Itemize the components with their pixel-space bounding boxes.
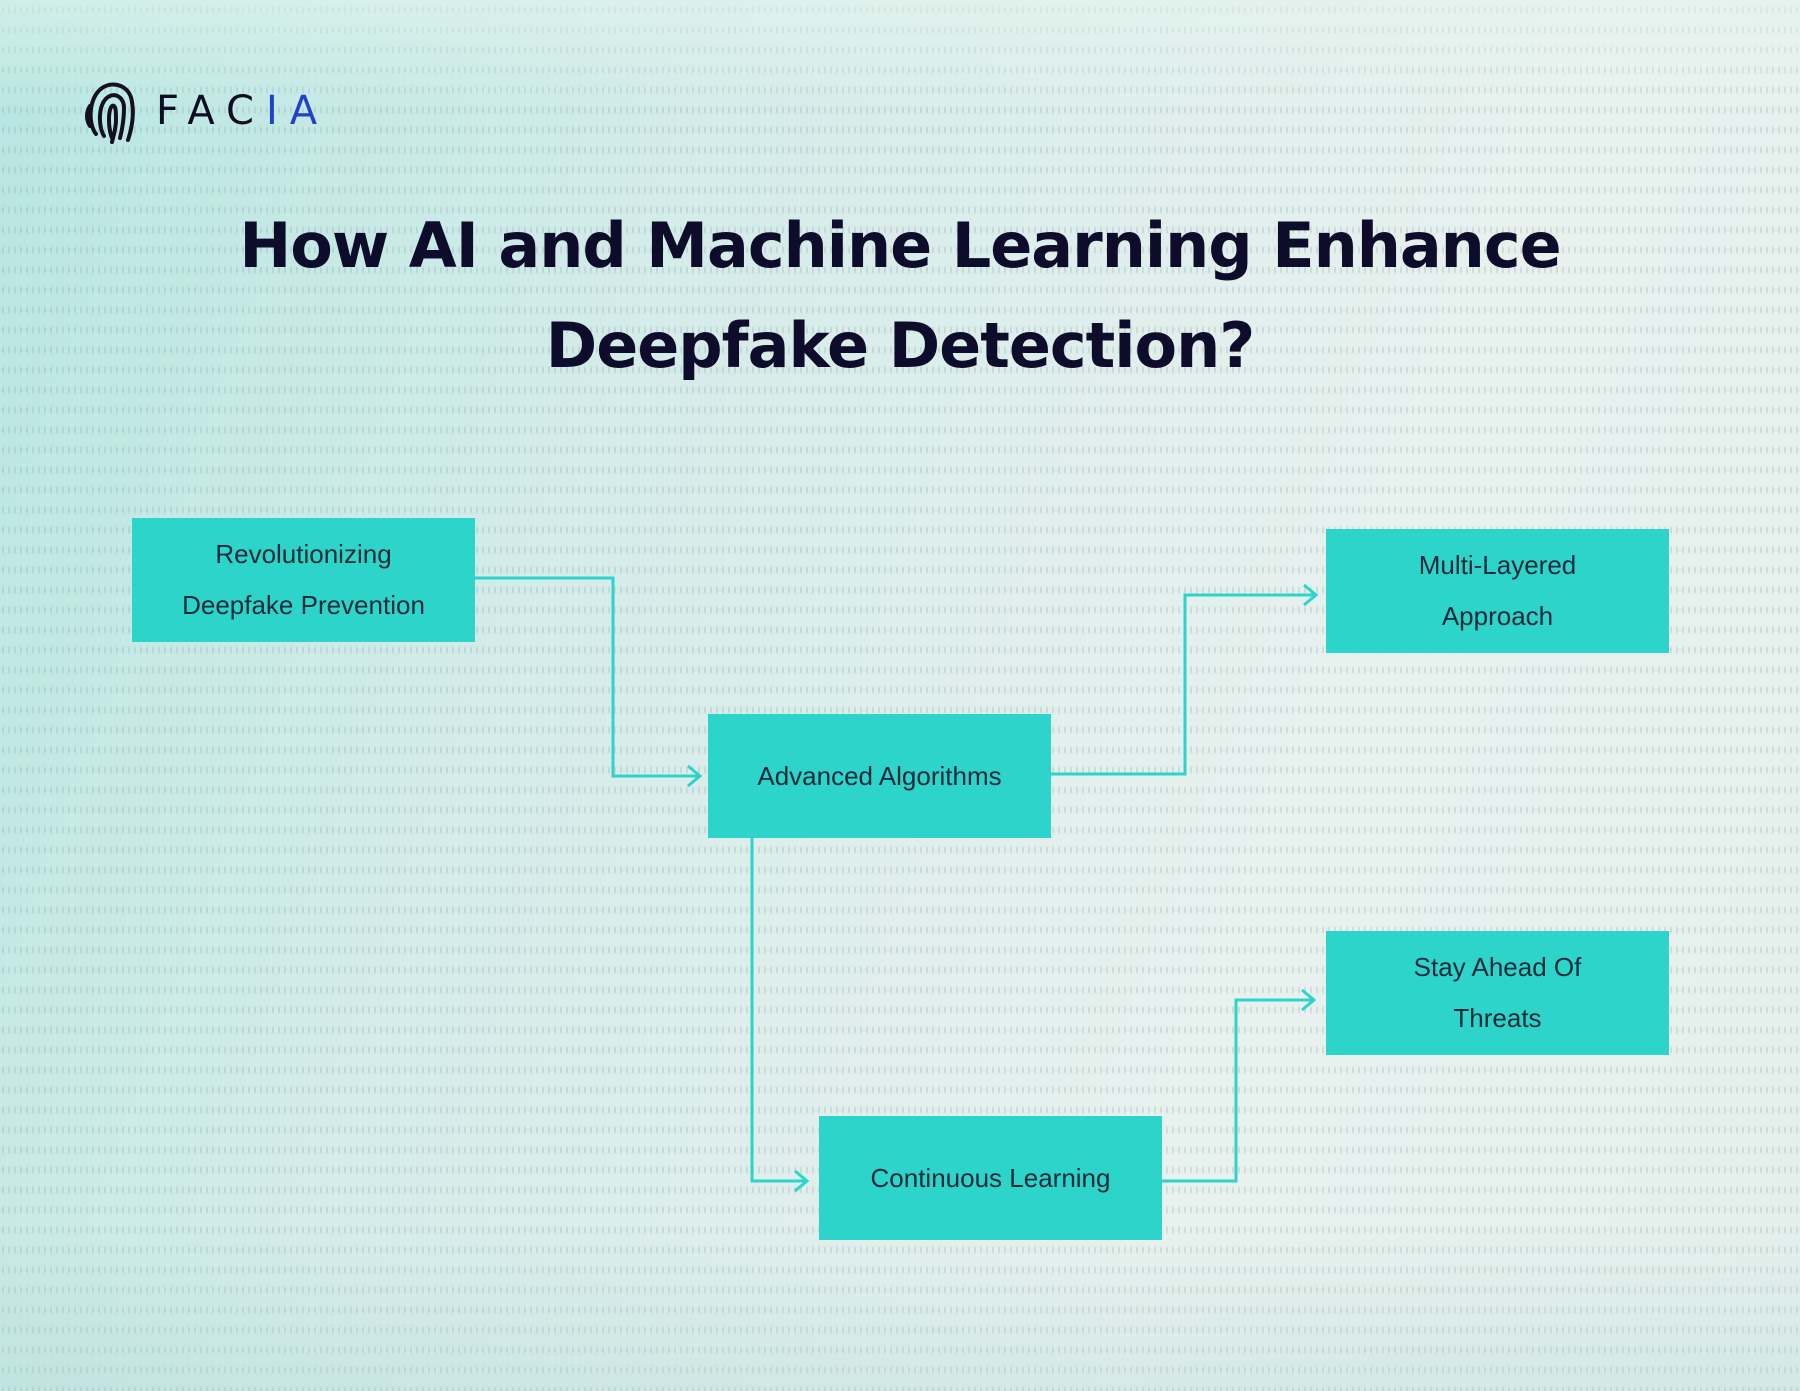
edge-n1-n2 [475, 576, 698, 778]
node-continuous-learning: Continuous Learning [819, 1116, 1162, 1240]
node-multi-layered-approach: Multi-Layered Approach [1326, 529, 1669, 653]
edge-n2-n4 [750, 838, 805, 1183]
node-label-line: Advanced Algorithms [757, 760, 1002, 791]
node-label-line: Revolutionizing [215, 539, 392, 569]
edge-n2-n3 [1051, 593, 1314, 776]
node-revolutionizing-deepfake-prevention: Revolutionizing Deepfake Prevention [132, 518, 475, 642]
node-label-line: Deepfake Prevention [182, 590, 425, 620]
node-advanced-algorithms: Advanced Algorithms [708, 714, 1051, 838]
arrowhead-n2 [687, 764, 703, 788]
arrowhead-n3 [1303, 583, 1319, 607]
brand-name-accent: IA [265, 88, 330, 134]
node-label-line: Multi-Layered [1418, 550, 1577, 580]
fingerprint-icon [85, 82, 135, 144]
title-line-1: How AI and Machine Learning Enhance [239, 209, 1561, 282]
edge-n4-n5 [1162, 998, 1312, 1183]
node-label-line: Continuous Learning [870, 1162, 1111, 1193]
node-label-line: Stay Ahead Of [1413, 952, 1582, 982]
node-label-line: Approach [1441, 601, 1554, 631]
arrowhead-n5 [1301, 988, 1317, 1012]
node-label-line: Threats [1453, 1003, 1542, 1033]
arrowhead-n4 [794, 1169, 810, 1193]
brand-name-part1: FAC [156, 88, 266, 134]
page-title: How AI and Machine Learning Enhance Deep… [200, 196, 1600, 396]
node-stay-ahead-of-threats: Stay Ahead Of Threats [1326, 931, 1669, 1055]
title-line-2: Deepfake Detection? [545, 309, 1256, 382]
